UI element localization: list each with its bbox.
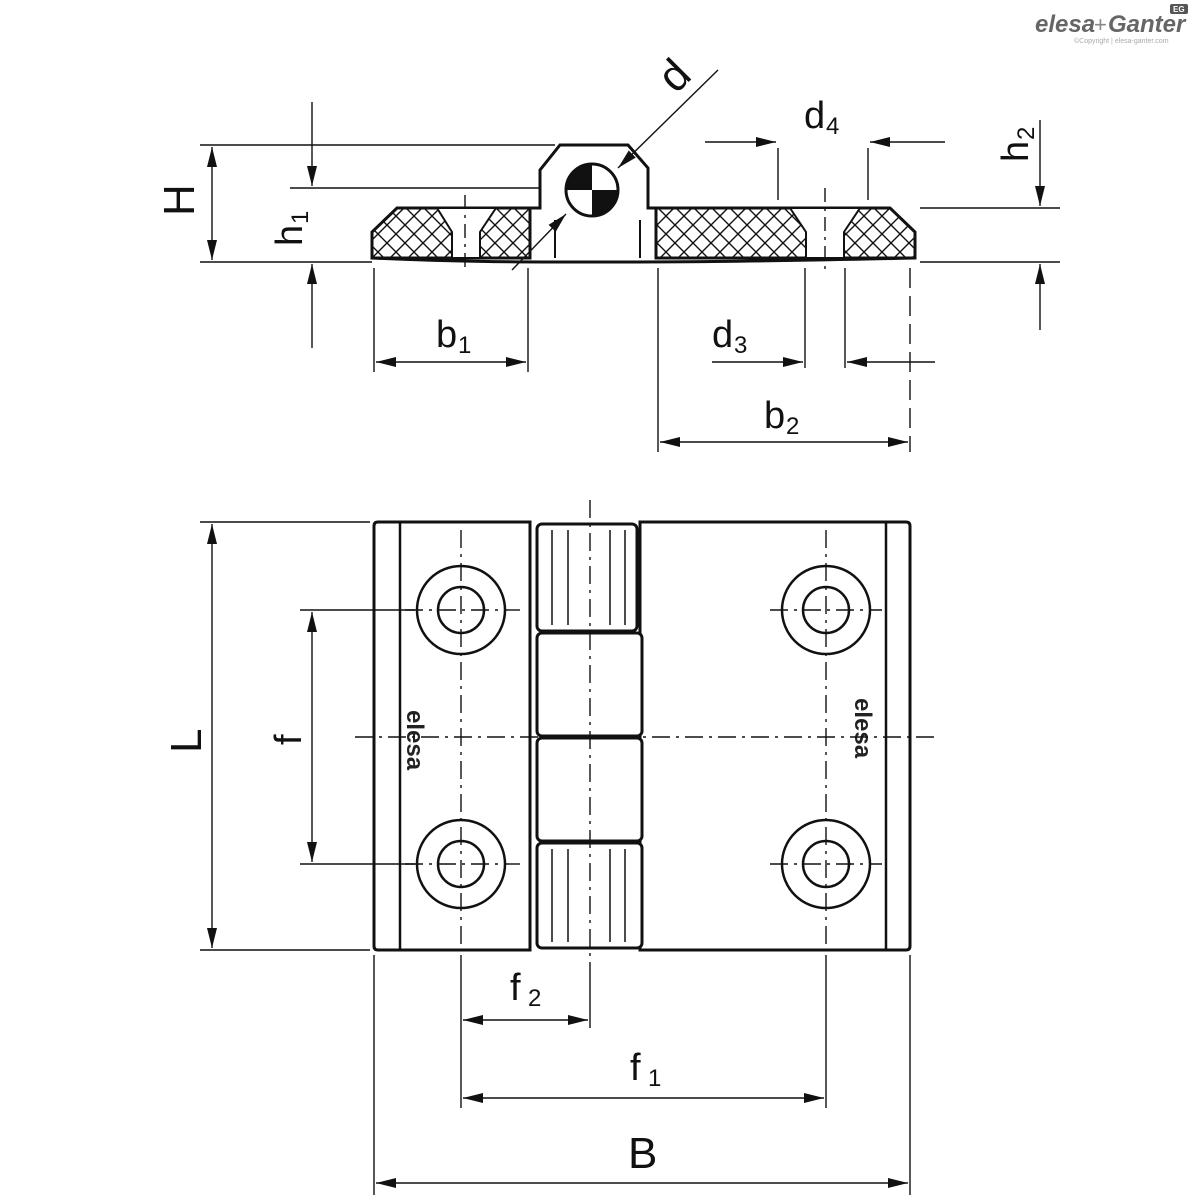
label-L: L: [162, 729, 211, 753]
front-view-centerlines: [355, 500, 935, 965]
brand-plus: +: [1094, 12, 1107, 37]
label-h1: h 1: [269, 211, 314, 246]
label-b1: b 1: [436, 314, 471, 359]
svg-text:h: h: [269, 225, 311, 246]
label-f1: f 1: [630, 1047, 661, 1092]
svg-text:2: 2: [786, 413, 799, 440]
pin-quadrant-a: [566, 164, 592, 190]
svg-text:3: 3: [734, 332, 747, 359]
label-d4: d 4: [804, 95, 839, 140]
knuckle-1: [535, 522, 639, 633]
label-d3: d 3: [712, 314, 747, 359]
front-view: [372, 520, 912, 952]
svg-text:b: b: [764, 395, 785, 437]
brand-logo: elesa + Ganter EG ©Copyright | elesa-gan…: [1035, 4, 1188, 45]
pin-quadrant-b: [592, 190, 618, 216]
left-leaf-hole: [435, 207, 498, 259]
side-bottom-edge: [371, 256, 916, 264]
brand-badge-text: EG: [1173, 5, 1185, 14]
svg-text:b: b: [436, 314, 457, 356]
label-h2: h 2: [995, 127, 1040, 162]
brand-name-elesa: elesa: [1035, 11, 1095, 38]
dim-d-leader-bottom: [511, 213, 567, 271]
svg-text:4: 4: [826, 113, 839, 140]
brand-badge: [1170, 4, 1188, 14]
front-view-dimensions: [200, 521, 911, 1195]
svg-text:1: 1: [648, 1065, 661, 1092]
right-leaf-section: [654, 206, 917, 260]
leaf-embossing-right: elesa: [849, 698, 876, 759]
label-b2: b 2: [764, 395, 799, 440]
side-view: [370, 143, 917, 264]
label-d: d: [648, 50, 700, 102]
label-B: B: [628, 1129, 657, 1178]
svg-text:f: f: [630, 1047, 641, 1089]
svg-text:d: d: [804, 95, 825, 137]
label-f2: f 2: [510, 967, 541, 1012]
svg-text:h: h: [995, 141, 1037, 162]
svg-text:2: 2: [528, 985, 541, 1012]
svg-text:1: 1: [458, 332, 471, 359]
side-view-dimensions: [200, 69, 1060, 452]
svg-text:1: 1: [287, 211, 314, 224]
label-f: f: [268, 734, 310, 745]
leaf-embossing-left: elesa: [401, 710, 428, 771]
svg-text:f: f: [510, 967, 521, 1009]
copyright-text: ©Copyright | elesa-ganter.com: [1074, 37, 1169, 45]
brand-name-ganter: Ganter: [1108, 11, 1187, 38]
svg-text:d: d: [712, 314, 733, 356]
label-H: H: [155, 184, 204, 216]
svg-text:2: 2: [1013, 127, 1040, 140]
dim-d-leader-top: [617, 69, 719, 169]
